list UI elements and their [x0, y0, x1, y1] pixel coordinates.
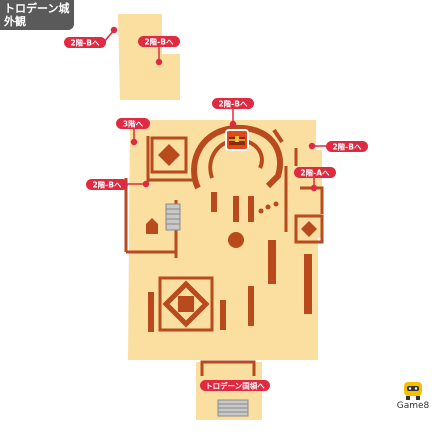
label-left-2fb[interactable]: 2階-Bへ	[86, 179, 128, 190]
label-bottom-exit[interactable]: トロデーン国領へ	[200, 380, 270, 391]
watermark-text: Game8	[396, 401, 430, 411]
right-bracket	[300, 186, 324, 214]
label-3f[interactable]: 3階へ	[116, 118, 150, 129]
east-bar-1	[268, 240, 276, 284]
northwest-room	[150, 136, 188, 174]
label-top-left-2fb[interactable]: 2階-Bへ	[64, 37, 106, 48]
south-hall-diamond-outer	[162, 280, 210, 328]
pillar-2	[233, 196, 239, 222]
label-text: 2階-Bへ	[332, 142, 362, 152]
east-room-diamond	[301, 221, 317, 237]
gate-arch	[200, 360, 256, 376]
throne-arch-outer	[191, 124, 283, 190]
stairs-icon[interactable]	[217, 399, 249, 417]
south-hall-core	[178, 296, 194, 312]
connector-lines	[103, 26, 326, 192]
game8-mascot-icon	[404, 382, 422, 400]
label-text: 2階-Bへ	[92, 180, 122, 190]
label-text: 2階-Bへ	[144, 37, 174, 47]
stairs-icon[interactable]	[165, 203, 181, 231]
dot-2	[265, 204, 271, 210]
center-fountain	[228, 232, 244, 248]
game8-logo: Game8	[388, 380, 438, 414]
map-title-line2: 外観	[4, 15, 26, 28]
arch-right-stub	[272, 128, 284, 144]
treasure-chest-icon[interactable]	[225, 129, 249, 151]
east-bar-2	[304, 254, 312, 314]
dot-1	[258, 208, 264, 214]
pillar-1	[211, 192, 217, 212]
center-bar	[248, 286, 254, 326]
label-right-2fb[interactable]: 2階-Bへ	[326, 141, 368, 152]
label-top-right-2fb[interactable]: 2階-Bへ	[138, 36, 180, 47]
west-house	[146, 218, 158, 234]
south-bar	[220, 300, 226, 330]
map-title: トロデーン城 外観	[0, 0, 74, 30]
label-text: 2階-Bへ	[70, 38, 100, 48]
dot-3	[273, 201, 279, 207]
upper-tower-floor	[118, 14, 180, 100]
label-text: 2階-Bへ	[218, 99, 248, 109]
label-text: 2階-Aへ	[300, 168, 330, 178]
south-hall	[158, 276, 214, 332]
label-right-2fa[interactable]: 2階-Aへ	[294, 167, 336, 178]
label-center-2fb[interactable]: 2階-Bへ	[212, 98, 254, 109]
label-text: 3階へ	[123, 119, 144, 129]
northwest-room-diamond	[158, 144, 180, 166]
map-title-line1: トロデーン城	[4, 2, 70, 15]
east-room	[294, 214, 324, 244]
pillar-3	[248, 196, 254, 222]
label-text: トロデーン国領へ	[205, 381, 265, 391]
southwest-bar	[148, 292, 154, 332]
